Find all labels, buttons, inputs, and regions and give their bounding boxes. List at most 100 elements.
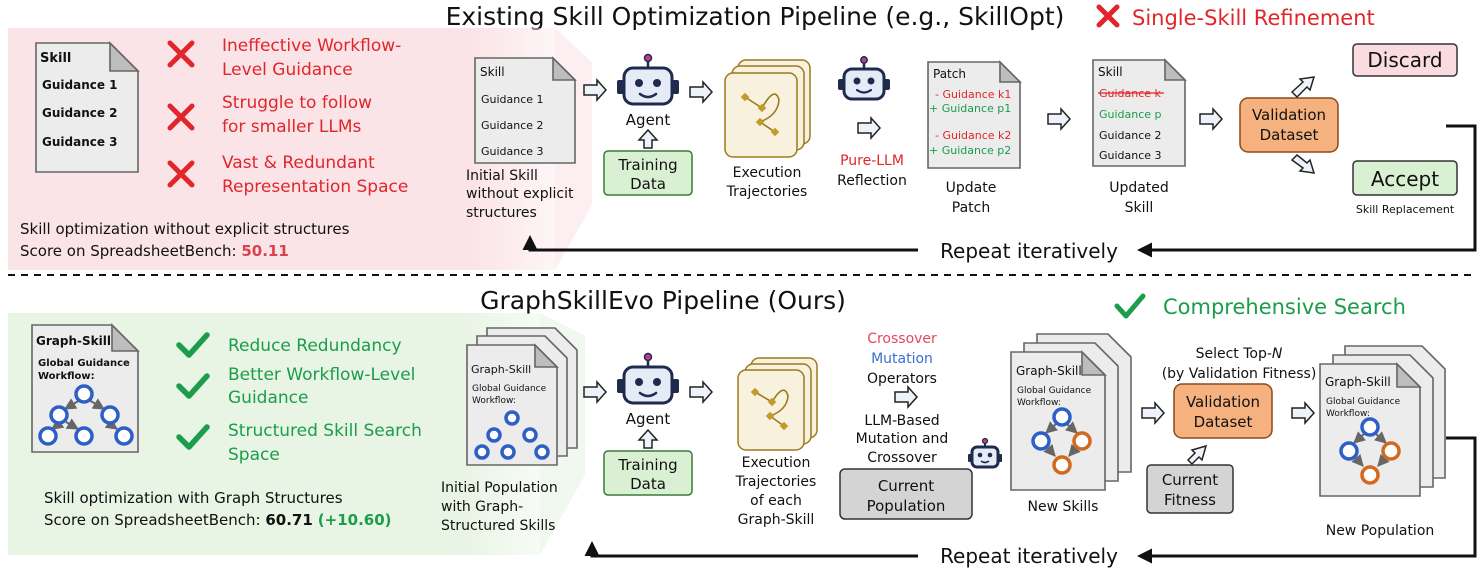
svg-text:Update: Update (946, 180, 997, 196)
patch-document-icon: Patch - Guidance k1 + Guidance p1 - Guid… (927, 60, 1022, 169)
svg-text:Execution: Execution (742, 455, 811, 471)
svg-text:Vast & Redundant: Vast & Redundant (222, 153, 375, 173)
crossover-label: Crossover (867, 331, 937, 347)
trajectory-stack-icon (724, 59, 811, 158)
top-left-panel (8, 28, 555, 270)
svg-text:Execution: Execution (733, 165, 802, 181)
hollow-arrow-icon (583, 380, 608, 404)
hollow-arrow-icon (1290, 76, 1316, 99)
svg-text:Struggle to follow: Struggle to follow (222, 93, 372, 113)
bottom-left-panel (8, 313, 540, 555)
current-fitness-box (1146, 464, 1234, 514)
svg-text:Graph-Skill: Graph-Skill (738, 512, 815, 528)
cross-icon (167, 40, 195, 68)
svg-text:Skill: Skill (480, 65, 505, 79)
graph-skill-document-icon: Graph-Skill Global Guidance Workflow: (1319, 345, 1446, 497)
svg-text:Dataset: Dataset (1194, 413, 1253, 431)
svg-text:Space: Space (228, 445, 280, 465)
svg-text:Data: Data (630, 175, 666, 193)
cross-icon (1096, 4, 1120, 28)
top-badge: Single-Skill Refinement (1096, 4, 1375, 30)
svg-text:Trajectories: Trajectories (735, 474, 817, 490)
svg-text:for smaller LLMs: for smaller LLMs (222, 117, 362, 137)
hollow-arrow-icon (1186, 444, 1208, 466)
mutation-label: Mutation (871, 351, 933, 367)
svg-text:Representation Space: Representation Space (222, 177, 408, 197)
svg-text:Guidance 2: Guidance 2 (42, 106, 118, 120)
svg-text:Graph-Skill: Graph-Skill (36, 334, 111, 348)
svg-text:Training: Training (617, 156, 677, 174)
svg-text:Graph-Skill: Graph-Skill (1016, 364, 1082, 378)
svg-text:of each: of each (750, 493, 802, 509)
svg-text:Guidance 3: Guidance 3 (42, 135, 118, 149)
svg-text:Graph-Skill: Graph-Skill (471, 363, 531, 376)
svg-text:Discard: Discard (1367, 48, 1442, 72)
svg-text:Global Guidance: Global Guidance (1017, 386, 1092, 396)
svg-text:Guidance 2: Guidance 2 (1099, 129, 1162, 142)
svg-text:Pure-LLM: Pure-LLM (840, 153, 904, 169)
top-badge-text: Single-Skill Refinement (1132, 6, 1375, 30)
svg-text:Updated: Updated (1109, 180, 1169, 196)
svg-text:(by Validation Fitness): (by Validation Fitness) (1162, 366, 1317, 382)
top-score: Score on SpreadsheetBench: 50.11 (20, 242, 289, 260)
svg-text:Trajectories: Trajectories (726, 184, 808, 200)
bottom-title: GraphSkillEvo Pipeline (Ours) (480, 286, 846, 315)
svg-text:Level Guidance: Level Guidance (222, 60, 353, 80)
svg-text:Graph-Skill: Graph-Skill (1325, 375, 1391, 389)
validation-dataset-box (1239, 97, 1339, 153)
bottom-repeat: Repeat iteratively (940, 544, 1118, 568)
pros-list: Reduce Redundancy Better Workflow-Level … (176, 332, 422, 465)
svg-text:Guidance: Guidance (228, 388, 308, 408)
loop-arrow (1137, 124, 1477, 258)
svg-text:+ Guidance p2: + Guidance p2 (929, 144, 1011, 157)
training-data-box (603, 450, 693, 496)
validation-dataset-box (1173, 383, 1273, 439)
select-top-n: Select Top-N (1196, 346, 1283, 362)
robot-icon (968, 437, 1002, 469)
initial-skill-document-icon: Skill Guidance 1 Guidance 2 Guidance 3 (474, 56, 577, 164)
svg-text:Initial Population: Initial Population (441, 480, 558, 496)
bottom-badge-text: Comprehensive Search (1163, 295, 1406, 319)
svg-text:Accept: Accept (1371, 167, 1439, 191)
check-icon (1114, 293, 1146, 319)
cross-icon (167, 103, 195, 131)
svg-text:- Guidance k2: - Guidance k2 (935, 129, 1011, 142)
hollow-arrow-icon (894, 385, 919, 409)
svg-text:structures: structures (466, 205, 537, 221)
hollow-arrow-icon (1141, 401, 1166, 425)
top-summary: Skill optimization without explicit stru… (20, 220, 350, 238)
svg-text:Guidance 1: Guidance 1 (42, 78, 118, 92)
svg-text:+ Guidance p1: + Guidance p1 (929, 102, 1011, 115)
robot-icon (617, 352, 679, 405)
svg-text:Global Guidance: Global Guidance (472, 384, 547, 394)
hollow-arrow-icon (1291, 401, 1316, 425)
training-data-box (603, 150, 693, 196)
svg-text:Training: Training (617, 456, 677, 474)
workflow-graph-icon (38, 384, 134, 446)
svg-text:Reduce Redundancy: Reduce Redundancy (228, 336, 402, 356)
svg-text:without explicit: without explicit (466, 186, 574, 202)
svg-text:Current: Current (878, 477, 934, 495)
svg-text:Initial Skill: Initial Skill (466, 168, 538, 184)
svg-text:Guidance 2: Guidance 2 (481, 119, 544, 132)
svg-text:Structured Skills: Structured Skills (441, 518, 555, 534)
svg-text:New Skills: New Skills (1028, 499, 1099, 515)
svg-text:with Graph-: with Graph- (441, 499, 523, 515)
svg-text:Patch: Patch (952, 200, 990, 216)
svg-text:Structured Skill Search: Structured Skill Search (228, 421, 422, 441)
svg-text:Global Guidance: Global Guidance (1326, 397, 1401, 407)
svg-text:Skill: Skill (1098, 65, 1123, 79)
hollow-arrow-icon (1199, 107, 1224, 131)
hollow-arrow-icon (637, 428, 659, 449)
svg-text:Guidance 3: Guidance 3 (1099, 149, 1162, 162)
svg-text:Guidance p: Guidance p (1099, 108, 1162, 121)
graph-skill-document-icon: Graph-Skill Global Guidance Workflow: (466, 327, 578, 466)
robot-icon (838, 56, 890, 101)
svg-text:Guidance 3: Guidance 3 (481, 145, 544, 158)
svg-text:Guidance 1: Guidance 1 (481, 93, 544, 106)
check-icon (176, 332, 210, 358)
top-title: Existing Skill Optimization Pipeline (e.… (446, 2, 1065, 31)
hollow-arrow-icon (1047, 107, 1072, 131)
svg-text:Patch: Patch (933, 67, 966, 81)
robot-icon (617, 53, 679, 106)
